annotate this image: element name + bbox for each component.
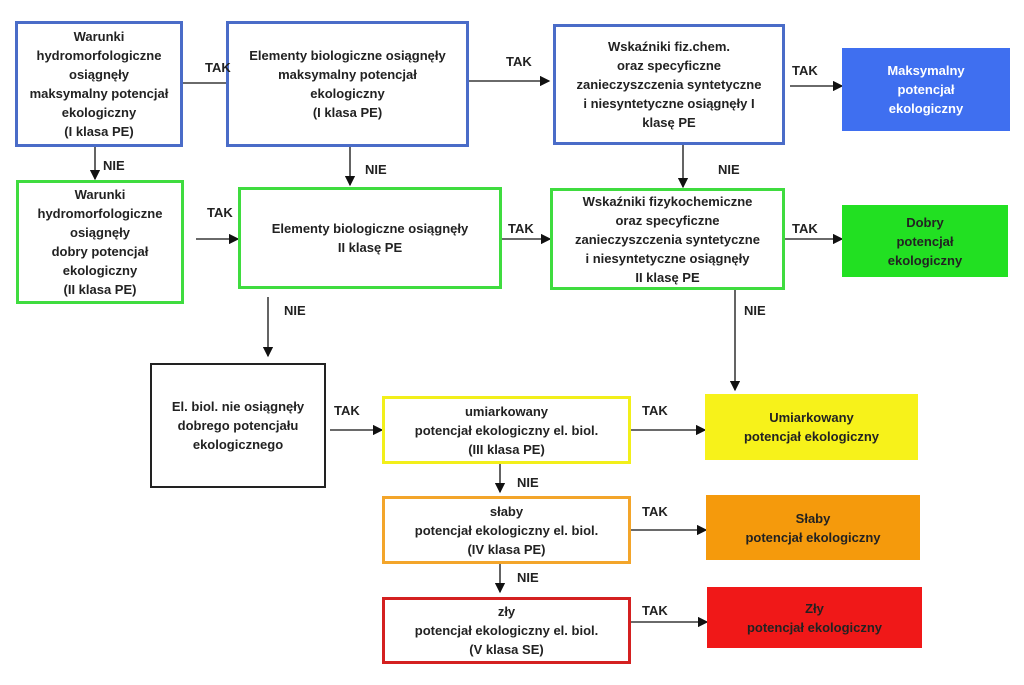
yes-label: TAK — [642, 603, 668, 618]
yes-label: TAK — [207, 205, 233, 220]
bio-not-good-box: El. biol. nie osiągnęły dobrego potencja… — [150, 363, 326, 488]
yes-label: TAK — [642, 504, 668, 519]
poor-bio-box: słaby potencjał ekologiczny el. biol. (I… — [382, 496, 631, 564]
yes-label: TAK — [792, 221, 818, 236]
chem-max-box: Wskaźniki fiz.chem. oraz specyficzne zan… — [553, 24, 785, 145]
yes-label: TAK — [334, 403, 360, 418]
hydro-max-box: Warunki hydromorfologiczne osiągnęły mak… — [15, 21, 183, 147]
bio-max-box: Elementy biologiczne osiągnęły maksymaln… — [226, 21, 469, 147]
no-label: NIE — [517, 570, 539, 585]
no-label: NIE — [365, 162, 387, 177]
yes-label: TAK — [508, 221, 534, 236]
yes-label: TAK — [205, 60, 231, 75]
chem-good-box: Wskaźniki fizykochemiczne oraz specyficz… — [550, 188, 785, 290]
no-label: NIE — [718, 162, 740, 177]
yes-label: TAK — [506, 54, 532, 69]
result-moderate: Umiarkowany potencjał ekologiczny — [705, 394, 918, 460]
moderate-bio-box: umiarkowany potencjał ekologiczny el. bi… — [382, 396, 631, 464]
no-label: NIE — [103, 158, 125, 173]
result-bad: Zły potencjał ekologiczny — [707, 587, 922, 648]
no-label: NIE — [744, 303, 766, 318]
bio-good-box: Elementy biologiczne osiągnęły II klasę … — [238, 187, 502, 289]
result-poor: Słaby potencjał ekologiczny — [706, 495, 920, 560]
result-good: Dobry potencjał ekologiczny — [842, 205, 1008, 277]
yes-label: TAK — [792, 63, 818, 78]
bad-bio-box: zły potencjał ekologiczny el. biol. (V k… — [382, 597, 631, 664]
yes-label: TAK — [642, 403, 668, 418]
hydro-good-box: Warunki hydromorfologiczne osiągnęły dob… — [16, 180, 184, 304]
result-max: Maksymalny potencjał ekologiczny — [842, 48, 1010, 131]
no-label: NIE — [517, 475, 539, 490]
no-label: NIE — [284, 303, 306, 318]
